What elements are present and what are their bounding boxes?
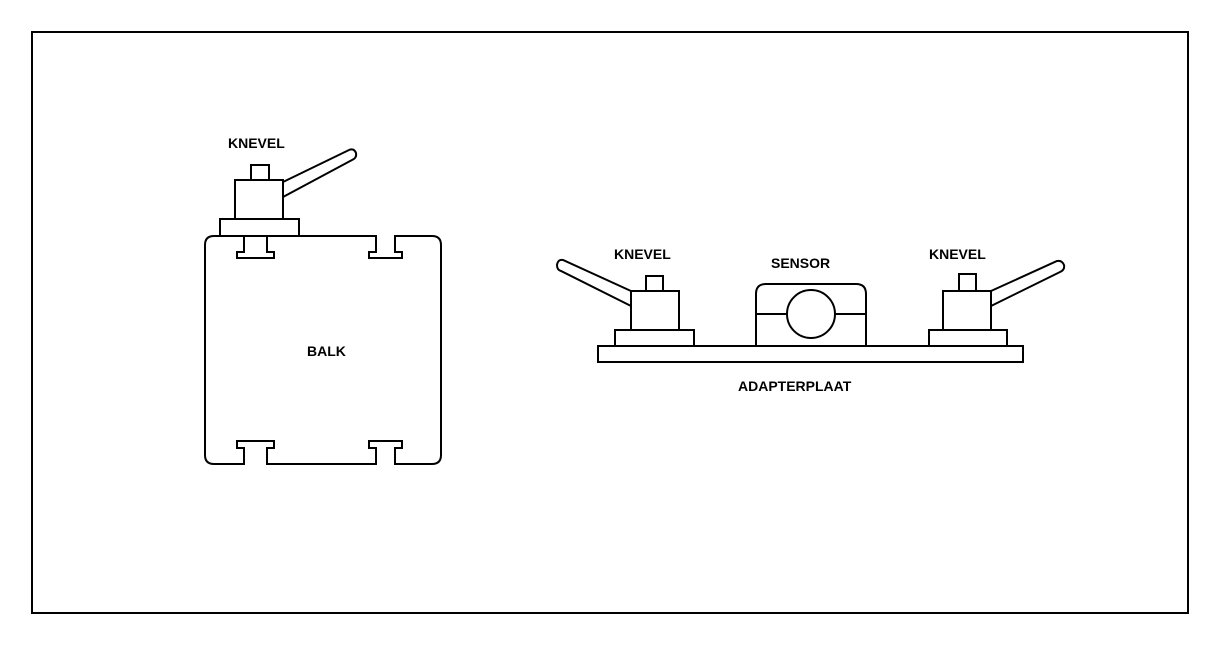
knevel-body bbox=[942, 290, 992, 331]
left-assembly: KNEVEL BALK bbox=[204, 135, 442, 465]
knevel-body bbox=[630, 290, 680, 331]
knevel-body bbox=[234, 179, 284, 220]
plate-knevel-right bbox=[928, 259, 1066, 347]
beam-label: BALK bbox=[307, 343, 346, 359]
knevel-knob bbox=[958, 273, 977, 292]
plate-knevel-left bbox=[555, 258, 695, 347]
right-assembly: KNEVEL SENSOR KNEVEL ADAPTERPLAAT bbox=[555, 246, 1066, 394]
knevel-base bbox=[219, 218, 300, 237]
outer-frame bbox=[31, 31, 1189, 614]
beam-profile bbox=[204, 235, 442, 465]
knevel-base bbox=[928, 329, 1008, 347]
knevel-knob bbox=[250, 164, 270, 181]
knevel-handle bbox=[990, 259, 1066, 307]
sensor-element bbox=[786, 289, 836, 339]
knevel-handle bbox=[282, 148, 358, 198]
left-knevel bbox=[219, 148, 358, 237]
plate-knevel-right-label: KNEVEL bbox=[929, 246, 986, 262]
knevel-handle bbox=[555, 258, 632, 307]
sensor-label: SENSOR bbox=[771, 255, 830, 271]
plate-knevel-left-label: KNEVEL bbox=[614, 246, 671, 262]
sensor bbox=[755, 283, 867, 346]
adapter-plate bbox=[597, 345, 1024, 363]
sensor-housing bbox=[755, 283, 867, 346]
left-knevel-label: KNEVEL bbox=[228, 135, 285, 151]
adapter-plate-label: ADAPTERPLAAT bbox=[738, 378, 852, 394]
knevel-base bbox=[614, 329, 695, 347]
knevel-knob bbox=[645, 275, 664, 292]
